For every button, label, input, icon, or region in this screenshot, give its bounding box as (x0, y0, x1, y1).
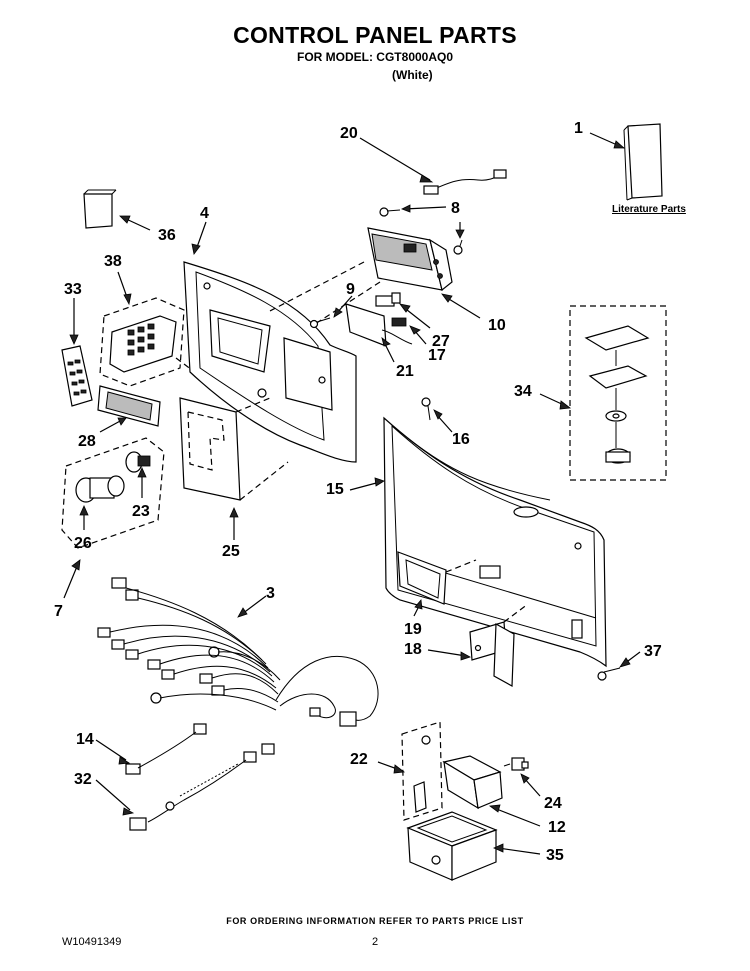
part-18-bracket: 18 (404, 603, 529, 687)
part-33-overlay: 33 (61, 281, 93, 407)
callout-37: 37 (644, 643, 662, 660)
part-28-display: 28 (78, 385, 161, 450)
callout-32: 32 (74, 771, 92, 788)
part-12-module: 12 (442, 755, 566, 836)
callout-7: 7 (54, 603, 63, 620)
ordering-note: FOR ORDERING INFORMATION REFER TO PARTS … (226, 916, 524, 926)
part-15-rear-panel: 15 (326, 416, 607, 668)
model-line: FOR MODEL: CGT8000AQ0 (296, 50, 454, 64)
callout-28: 28 (78, 433, 96, 450)
part-1-literature: 1 Literature Parts (574, 120, 686, 215)
callout-34: 34 (514, 383, 532, 400)
literature-parts-label: Literature Parts (612, 204, 686, 215)
part-10-control-board: 10 (367, 227, 506, 334)
callout-9: 9 (346, 281, 355, 298)
callout-33: 33 (64, 281, 82, 298)
callout-21: 21 (396, 363, 414, 380)
callout-19: 19 (404, 621, 422, 638)
callout-1: 1 (574, 120, 583, 137)
part-17-21-bracket: 17 21 (345, 303, 446, 380)
callout-15: 15 (326, 481, 344, 498)
callout-17: 17 (428, 347, 446, 364)
color-line: (White) (392, 68, 433, 82)
callout-8: 8 (451, 200, 460, 217)
page-title: CONTROL PANEL PARTS (233, 22, 517, 48)
callout-36: 36 (158, 227, 176, 244)
assembly-line (175, 357, 193, 371)
callout-16: 16 (452, 431, 470, 448)
part-19-bracket: 19 (397, 551, 477, 638)
part-8-screws: 8 (379, 200, 465, 255)
document-number: W10491349 (62, 936, 122, 948)
part-36-overlay: 36 (83, 189, 176, 244)
callout-38: 38 (104, 253, 122, 270)
callout-12: 12 (548, 819, 566, 836)
callout-14: 14 (76, 731, 94, 748)
part-37-screw: 37 (597, 643, 662, 681)
page-number: 2 (372, 936, 379, 948)
callout-18: 18 (404, 641, 422, 658)
part-38-keypad: 38 (99, 253, 185, 387)
part-3-wire-harness: 3 (97, 577, 379, 727)
part-32-harness: 32 (74, 743, 275, 831)
part-27-connector: 27 (375, 292, 450, 350)
screw-icon (453, 239, 463, 255)
part-14-harness: 14 (76, 723, 207, 775)
callout-26: 26 (74, 535, 92, 552)
callout-22: 22 (350, 751, 368, 768)
screw-icon (379, 207, 401, 217)
part-35-housing: 35 (406, 811, 564, 881)
callout-35: 35 (546, 847, 564, 864)
part-34-hardware-kit: 34 (514, 305, 667, 481)
part-16-screw: 16 (421, 397, 470, 448)
callout-10: 10 (488, 317, 506, 334)
callout-24: 24 (544, 795, 562, 812)
part-7-knob-assembly: 26 23 7 (54, 437, 165, 620)
callout-23: 23 (132, 503, 150, 520)
callout-20: 20 (340, 125, 358, 142)
part-24-terminal: 24 (503, 757, 562, 812)
assembly-line (267, 261, 365, 313)
part-9-screw: 9 (309, 281, 355, 329)
callout-4: 4 (200, 205, 209, 222)
callout-27: 27 (432, 333, 450, 350)
callout-25: 25 (222, 543, 240, 560)
part-25-panel: 25 (179, 397, 289, 560)
part-20-harness: 20 (340, 125, 507, 195)
part-22-bracket-group: 22 (350, 721, 443, 821)
callout-3: 3 (266, 585, 275, 602)
part-4-console: 4 (183, 205, 357, 463)
